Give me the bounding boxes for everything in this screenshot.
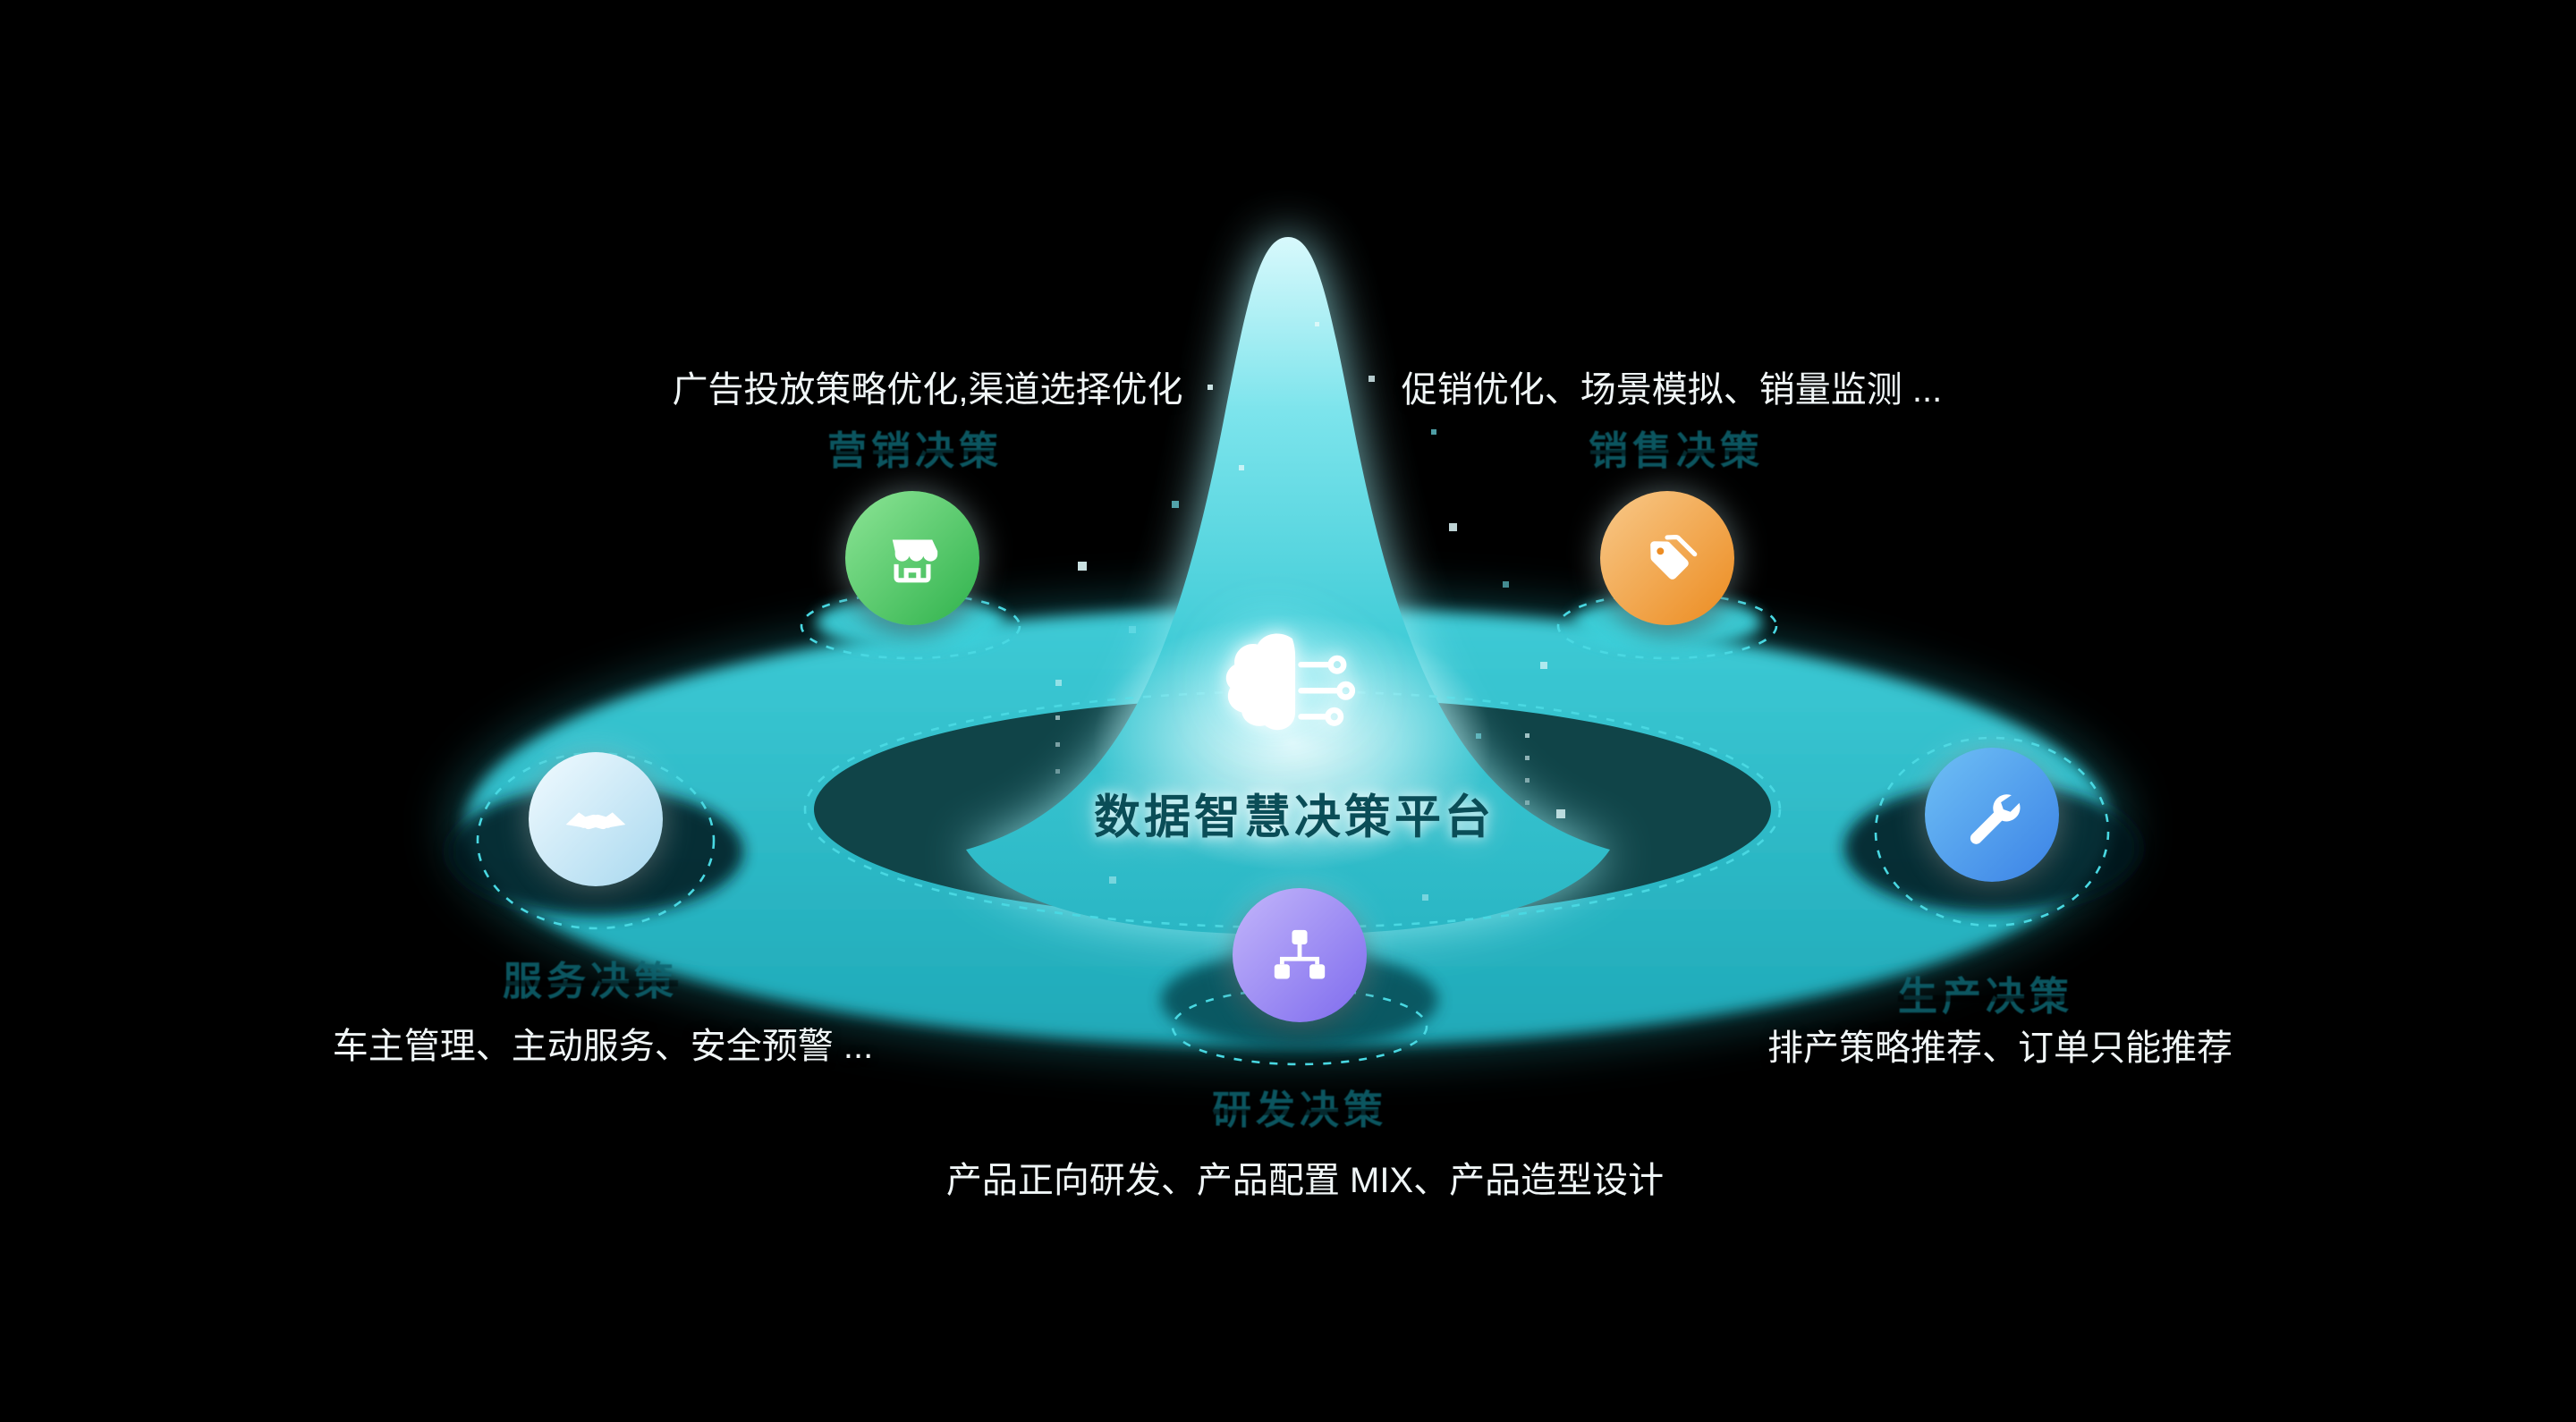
handshake-icon bbox=[565, 812, 626, 830]
marketing-node-label: 营销决策 bbox=[827, 429, 1003, 473]
service-node-label: 服务决策 bbox=[503, 960, 678, 1003]
price-tags-icon bbox=[1650, 535, 1698, 580]
org-chart-icon bbox=[1274, 929, 1326, 979]
rnd-node bbox=[1233, 888, 1367, 1022]
production-node-desc: 排产策略推荐、订单只能推荐 bbox=[1767, 1028, 2233, 1068]
production-node bbox=[1925, 748, 2059, 882]
production-node-label: 生产决策 bbox=[1898, 975, 2073, 1019]
platform-title: 数据智慧决策平台 bbox=[1093, 791, 1496, 844]
service-node-desc: 车主管理、主动服务、安全预警 ... bbox=[332, 1027, 874, 1066]
storefront-icon bbox=[892, 539, 938, 583]
sales-node-label: 销售决策 bbox=[1589, 429, 1764, 473]
sales-node-desc: 促销优化、场景模拟、销量监测 ... bbox=[1401, 370, 1943, 410]
wrench-icon bbox=[1970, 794, 2021, 844]
brain-circuit-icon bbox=[1194, 622, 1382, 771]
marketing-node-desc: 广告投放策略优化,渠道选择优化 bbox=[672, 370, 1183, 410]
sales-node bbox=[1600, 491, 1734, 625]
rnd-node-desc: 产品正向研发、产品配置 MIX、产品造型设计 bbox=[945, 1161, 1665, 1200]
service-node bbox=[529, 752, 663, 886]
marketing-node bbox=[845, 491, 979, 625]
rnd-node-label: 研发决策 bbox=[1212, 1088, 1387, 1132]
